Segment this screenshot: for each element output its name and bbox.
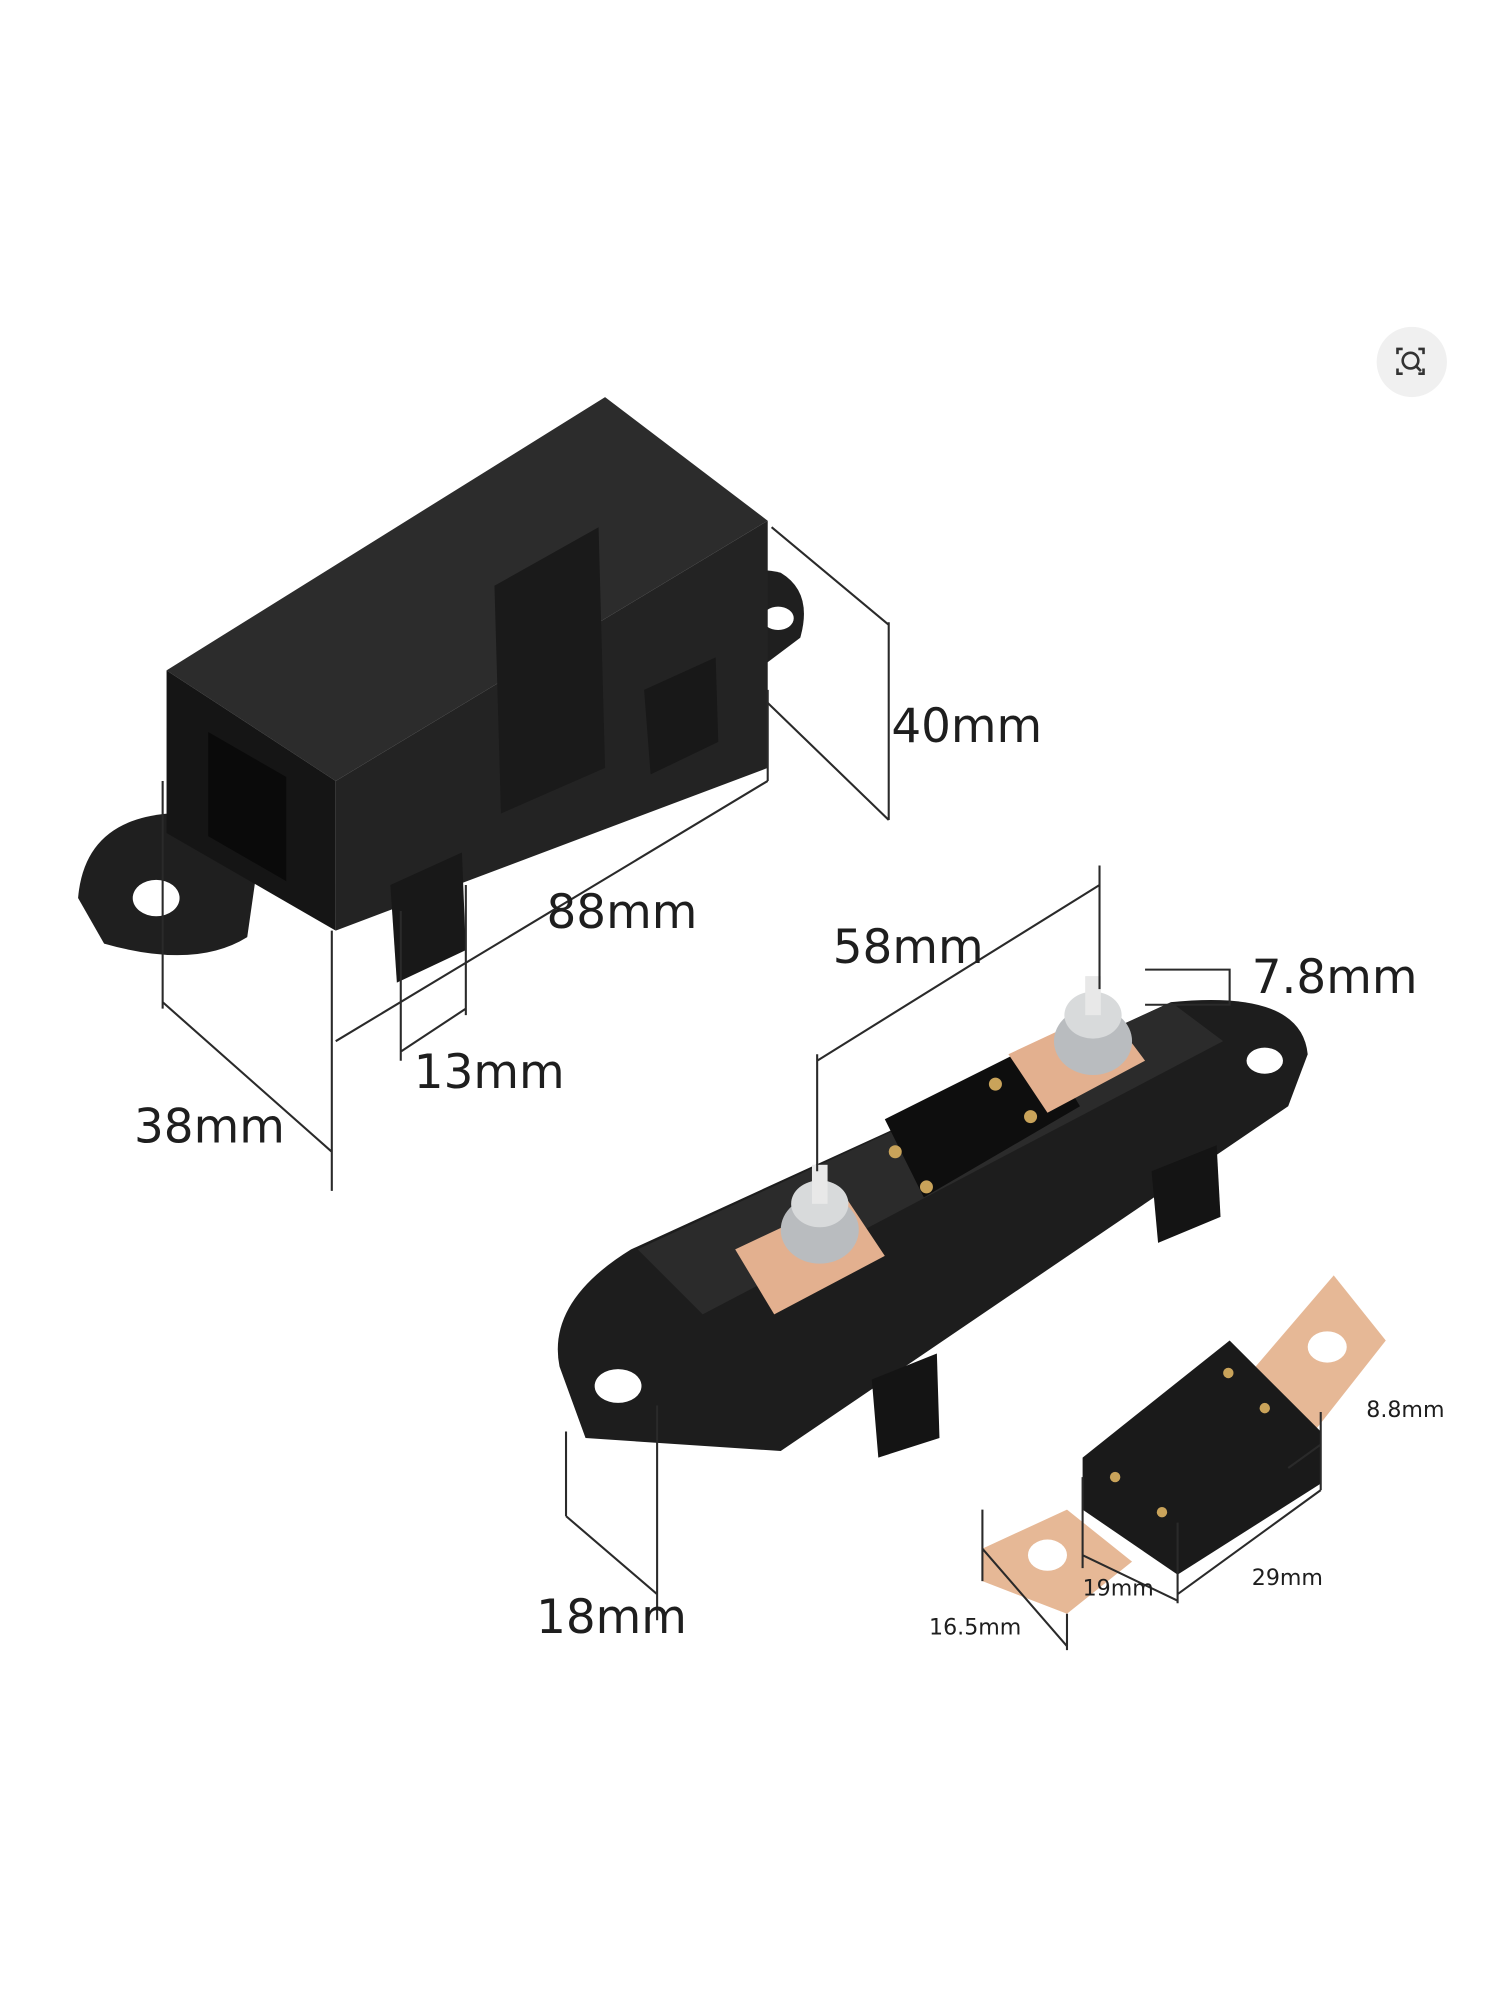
fuse-blade-width-label: 16.5mm (929, 1615, 1021, 1641)
stud-spacing-label: 58mm (833, 921, 984, 975)
housing-tab-label: 13mm (414, 1046, 565, 1100)
stud-label: 7.8mm (1252, 951, 1418, 1005)
bolt-icon (780, 1164, 859, 1264)
mega-fuse (982, 1275, 1386, 1614)
fuse-body-length-label: 29mm (1252, 1565, 1323, 1591)
base-dimension-lines (564, 865, 1231, 1621)
lens-scan-icon (1396, 347, 1425, 375)
visual-search-button[interactable] (1376, 326, 1447, 398)
housing-length-label: 88mm (547, 886, 698, 940)
housing-height-label: 40mm (891, 700, 1042, 754)
base-tab-label: 18mm (536, 1591, 687, 1645)
bolt-icon (1053, 976, 1133, 1076)
fuse-dimension-lines (981, 1412, 1322, 1651)
fuse-body-width-label: 19mm (1083, 1575, 1154, 1601)
housing-dimension-lines (161, 526, 890, 1191)
fuse-base (557, 976, 1308, 1458)
fuse-thickness-label: 8.8mm (1366, 1397, 1444, 1423)
housing-width-label: 38mm (134, 1101, 285, 1155)
fuse-housing (78, 397, 804, 983)
